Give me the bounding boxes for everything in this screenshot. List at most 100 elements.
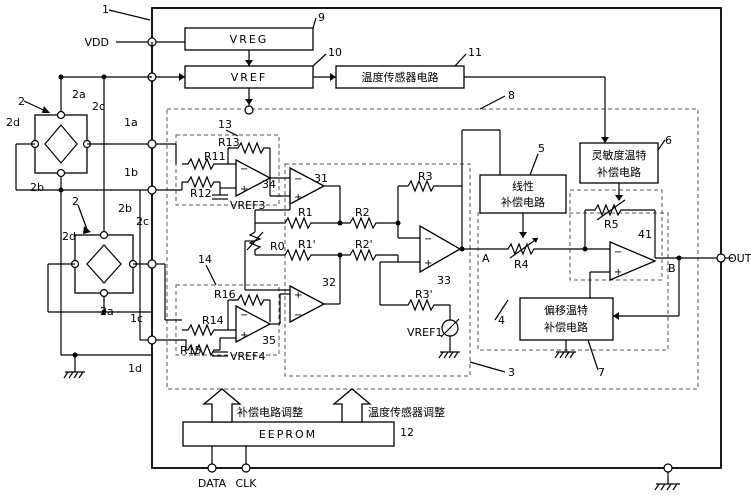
arrow-label-comp: 补偿电路调整 xyxy=(237,405,303,419)
svg-text:+: + xyxy=(240,184,248,195)
vref-label: VREF xyxy=(231,71,267,84)
group-13-box xyxy=(175,134,280,206)
svg-text:1a: 1a xyxy=(124,116,138,129)
svg-text:R3': R3' xyxy=(415,288,433,301)
gnd-pin xyxy=(663,463,673,473)
svg-text:2a: 2a xyxy=(100,305,114,318)
pin-1c xyxy=(147,259,157,269)
svg-text:2b: 2b xyxy=(118,202,132,215)
svg-text:2: 2 xyxy=(18,95,25,108)
svg-text:+: + xyxy=(294,192,302,203)
svg-text:R12: R12 xyxy=(190,187,212,200)
svg-text:2d: 2d xyxy=(6,116,20,129)
offset-label-1: 偏移温特 xyxy=(544,303,588,317)
svg-text:1c: 1c xyxy=(130,312,143,325)
amp-35 xyxy=(235,304,272,344)
svg-text:R15: R15 xyxy=(180,344,202,357)
amp-32 xyxy=(289,284,326,324)
svg-text:9: 9 xyxy=(318,11,325,24)
svg-text:R14: R14 xyxy=(202,314,224,327)
clk-pin xyxy=(241,463,251,473)
svg-text:1d: 1d xyxy=(128,362,142,375)
clk-label: CLK xyxy=(235,477,257,490)
offset-label-2: 补偿电路 xyxy=(544,320,588,334)
svg-text:R0: R0 xyxy=(270,240,285,253)
svg-text:R1': R1' xyxy=(298,238,316,251)
label-vref4: VREF4 xyxy=(230,350,265,363)
svg-text:R4: R4 xyxy=(514,258,529,271)
data-pin xyxy=(207,463,217,473)
svg-text:2c: 2c xyxy=(136,215,149,228)
svg-text:R2: R2 xyxy=(355,206,370,219)
group-41-box xyxy=(569,189,663,281)
svg-text:34: 34 xyxy=(262,178,276,191)
out-pin xyxy=(716,253,726,263)
svg-text:2b: 2b xyxy=(30,181,44,194)
sensor-bridge-top xyxy=(34,114,88,174)
amp-41 xyxy=(609,241,657,281)
group-3-box xyxy=(284,163,471,377)
sensor-bridge-bottom xyxy=(74,234,134,294)
svg-text:12: 12 xyxy=(400,426,414,439)
svg-text:2c: 2c xyxy=(92,100,105,113)
eeprom-label: EEPROM xyxy=(259,428,317,441)
svg-text:−: − xyxy=(614,247,622,258)
svg-text:7: 7 xyxy=(598,366,605,379)
label-vref3: VREF3 xyxy=(230,199,265,212)
vreg-label: VREG xyxy=(230,33,269,46)
sens-label-1: 灵敏度温特 xyxy=(592,148,647,162)
svg-text:−: − xyxy=(240,310,248,321)
amp-33 xyxy=(419,224,462,274)
data-label: DATA xyxy=(198,477,227,490)
svg-text:R3: R3 xyxy=(418,170,433,183)
svg-text:2: 2 xyxy=(72,195,79,208)
svg-text:1b: 1b xyxy=(124,166,138,179)
svg-text:14: 14 xyxy=(198,253,212,266)
eeprom-block xyxy=(182,421,395,447)
vdd-label: VDD xyxy=(85,36,109,49)
svg-text:3: 3 xyxy=(508,366,515,379)
svg-text:−: − xyxy=(240,164,248,175)
svg-text:2a: 2a xyxy=(72,88,86,101)
temp-sensor-label: 温度传感器电路 xyxy=(362,70,439,84)
svg-text:R11: R11 xyxy=(204,150,226,163)
pin-1a xyxy=(147,139,157,149)
svg-text:+: + xyxy=(614,267,622,278)
out-label: OUT xyxy=(728,252,751,265)
group-4-box xyxy=(477,212,669,351)
svg-text:−: − xyxy=(294,310,302,321)
amp-31 xyxy=(289,166,326,206)
linear-comp-label-2: 补偿电路 xyxy=(501,195,545,209)
svg-text:+: + xyxy=(294,290,302,301)
svg-text:+: + xyxy=(424,258,432,269)
svg-text:41: 41 xyxy=(638,228,652,241)
chip-outline xyxy=(151,7,722,469)
svg-text:33: 33 xyxy=(437,274,451,287)
svg-text:10: 10 xyxy=(328,46,342,59)
svg-text:4: 4 xyxy=(498,314,505,327)
svg-text:8: 8 xyxy=(508,89,515,102)
svg-text:2d: 2d xyxy=(62,230,76,243)
linear-comp-block xyxy=(479,174,567,214)
svg-text:−: − xyxy=(294,174,302,185)
svg-text:+: + xyxy=(240,330,248,341)
linear-comp-label-1: 线性 xyxy=(512,179,534,193)
arrow-label-sensor: 温度传感器调整 xyxy=(368,405,445,419)
svg-text:31: 31 xyxy=(314,172,328,185)
svg-text:R5: R5 xyxy=(604,218,619,231)
svg-text:6: 6 xyxy=(665,134,672,147)
pin-1d xyxy=(147,335,157,345)
svg-text:B: B xyxy=(668,262,676,275)
svg-text:A: A xyxy=(482,252,490,265)
svg-text:VREF1: VREF1 xyxy=(407,326,442,339)
svg-text:11: 11 xyxy=(468,46,482,59)
svg-text:−: − xyxy=(424,234,432,245)
svg-text:R16: R16 xyxy=(214,288,236,301)
svg-text:R1: R1 xyxy=(298,206,313,219)
sens-label-2: 补偿电路 xyxy=(597,165,641,179)
sensitivity-comp-block xyxy=(579,142,659,184)
svg-text:32: 32 xyxy=(322,276,336,289)
svg-text:R2': R2' xyxy=(355,238,373,251)
svg-text:35: 35 xyxy=(262,334,276,347)
